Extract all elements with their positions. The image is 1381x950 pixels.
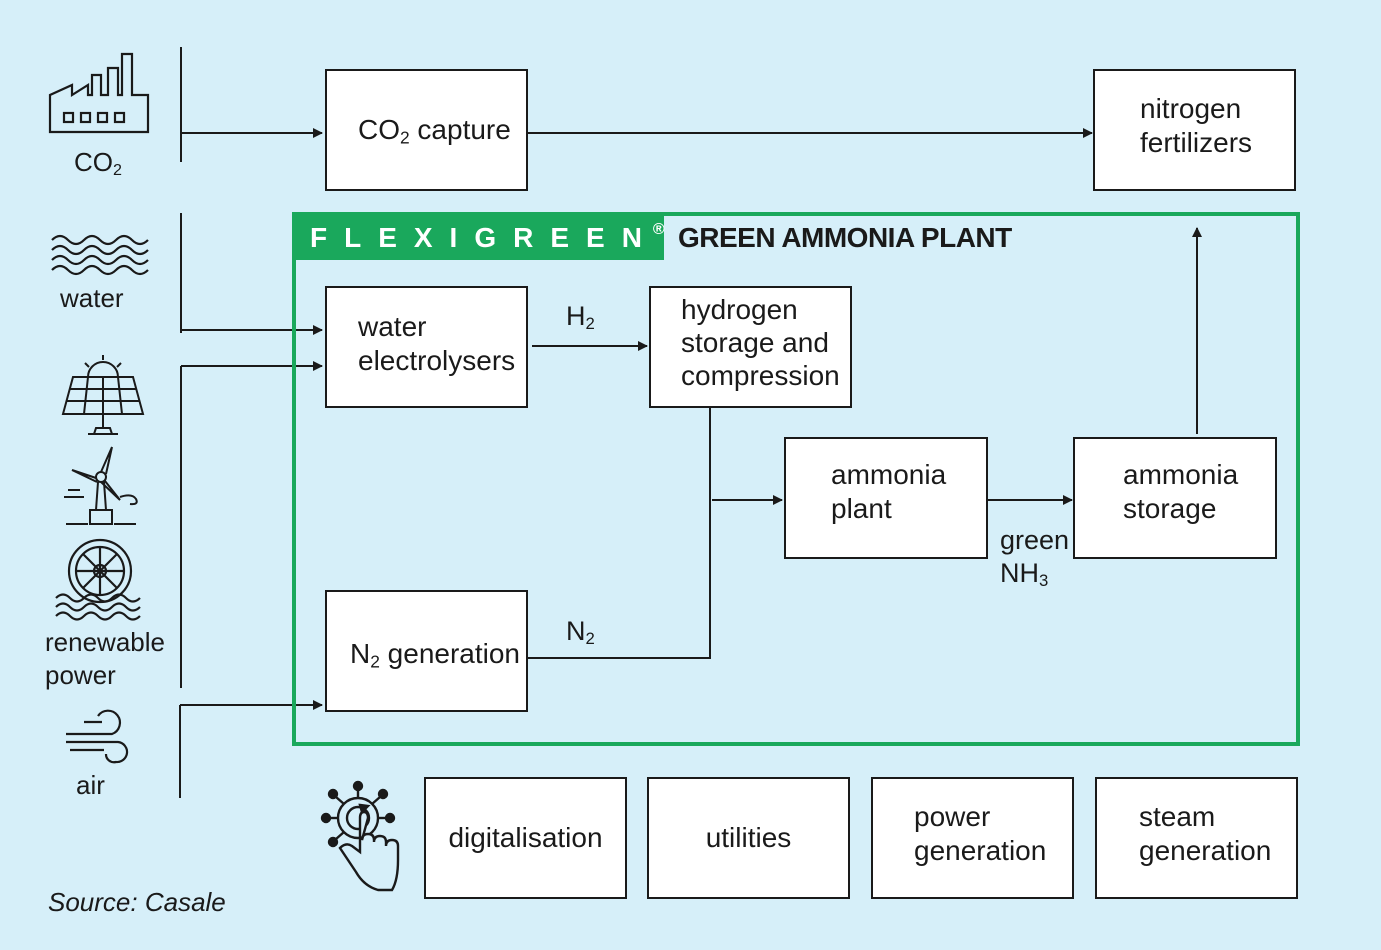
digitalisation-box: digitalisation [424, 777, 627, 899]
green-nh3-flow-label: green NH3 [1000, 525, 1070, 591]
factory-icon [48, 52, 150, 134]
solar-panel-icon [61, 355, 145, 435]
h2-flow-label: H2 [566, 301, 595, 334]
flexigreen-banner: FLEXIGREEN® [296, 216, 665, 260]
nitrogen-fertilizers-box: nitrogen fertilizers [1093, 69, 1296, 191]
water-input-label: water [60, 283, 124, 313]
h2-storage-down-line [528, 408, 711, 659]
n2-generation-box: N2 generation [325, 590, 528, 712]
ammonia-storage-box: ammonia storage [1073, 437, 1277, 559]
water-electrolysers-box: water electrolysers [325, 286, 528, 408]
ammonia-plant-box: ammonia plant [784, 437, 988, 559]
hydrogen-storage-box: hydrogen storage and compression [649, 286, 852, 408]
digital-hand-icon [320, 780, 400, 892]
co2-input-label: CO2 [74, 147, 122, 180]
renewable-power-label: renewable power [45, 627, 165, 690]
steam-generation-box: steam generation [1095, 777, 1298, 899]
n2-flow-label: N2 [566, 616, 595, 649]
water-wheel-icon [55, 538, 141, 621]
utilities-box: utilities [647, 777, 850, 899]
air-input-label: air [76, 770, 105, 800]
green-ammonia-plant-title: GREEN AMMONIA PLANT [678, 222, 1012, 253]
flexigreen-plant-frame [292, 212, 1300, 746]
co2-capture-box: CO2 capture [325, 69, 528, 191]
wind-turbine-icon [64, 446, 138, 525]
wind-air-icon [66, 709, 129, 764]
power-generation-box: power generation [871, 777, 1074, 899]
water-waves-icon [51, 234, 149, 276]
source-caption: Source: Casale [48, 887, 226, 917]
